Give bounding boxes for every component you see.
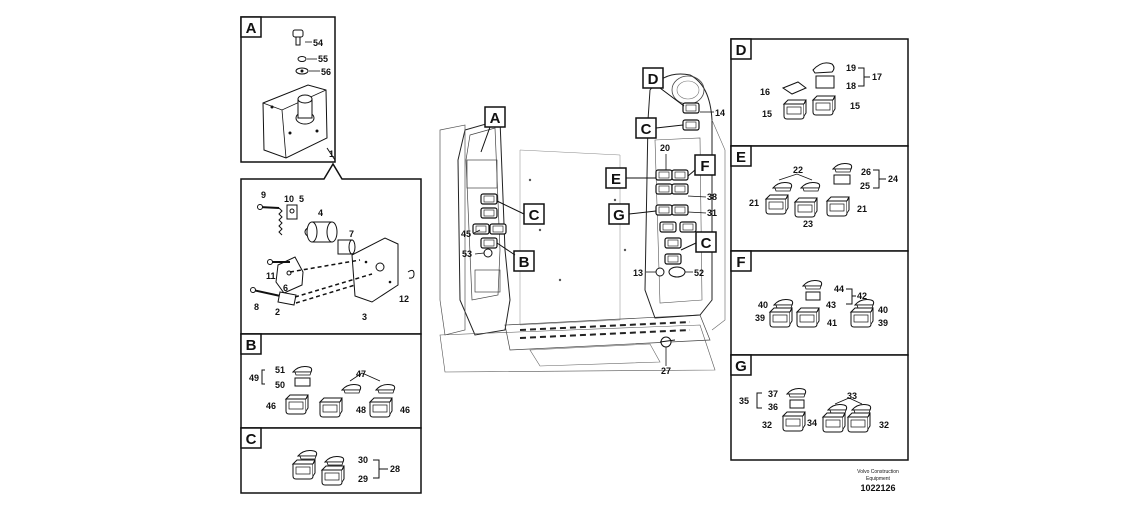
label-40: 40: [758, 300, 768, 310]
panel-b-letter: B: [246, 337, 257, 354]
label-17: 17: [872, 72, 882, 82]
footer-line1: Volvo Construction: [857, 469, 899, 475]
callout-c-right: C: [701, 235, 712, 252]
label-32: 32: [762, 420, 772, 430]
callout-d: D: [648, 71, 659, 88]
label-15b: 15: [850, 101, 860, 111]
label-13: 13: [633, 268, 643, 278]
panel-e: E 22 26 24 25 21 21 23: [730, 145, 909, 252]
label-18: 18: [846, 81, 856, 91]
callout-e: E: [611, 171, 621, 188]
label-36: 36: [768, 402, 778, 412]
label-35: 35: [739, 396, 749, 406]
label-3: 3: [362, 312, 367, 322]
label-53: 53: [462, 249, 472, 259]
label-49: 49: [249, 373, 259, 383]
label-37: 37: [768, 389, 778, 399]
label-34: 34: [807, 418, 817, 428]
panel-g-letter: G: [735, 358, 747, 375]
label-38: 38: [707, 192, 717, 202]
label-1: 1: [329, 149, 334, 159]
footer-line2: Equipment: [866, 476, 891, 482]
label-11: 11: [266, 271, 276, 281]
footer: Volvo Construction Equipment 1022126: [857, 469, 899, 493]
label-46b: 46: [400, 405, 410, 415]
label-27: 27: [661, 366, 671, 376]
label-40b: 40: [878, 305, 888, 315]
label-48: 48: [356, 405, 366, 415]
label-2: 2: [275, 307, 280, 317]
label-12: 12: [399, 294, 409, 304]
label-22: 22: [793, 165, 803, 175]
label-44: 44: [834, 284, 844, 294]
panel-e-letter: E: [736, 149, 746, 166]
label-23: 23: [803, 219, 813, 229]
label-24: 24: [888, 174, 898, 184]
label-39b: 39: [878, 318, 888, 328]
label-21b: 21: [857, 204, 867, 214]
label-33: 33: [847, 391, 857, 401]
label-10: 10: [284, 194, 294, 204]
label-5: 5: [299, 194, 304, 204]
panel-b: B 51 49 50 47 46 48 46: [240, 333, 422, 429]
label-19: 19: [846, 63, 856, 73]
label-47: 47: [356, 369, 366, 379]
label-56: 56: [321, 67, 331, 77]
cab-overview: A C B D C E F G C 45 53 14 20 38: [439, 67, 726, 376]
callout-g: G: [613, 207, 625, 224]
callout-f: F: [700, 158, 709, 175]
label-50: 50: [275, 380, 285, 390]
label-6: 6: [283, 283, 288, 293]
callout-a: A: [490, 110, 501, 127]
label-8: 8: [254, 302, 259, 312]
label-7: 7: [349, 229, 354, 239]
label-25: 25: [860, 181, 870, 191]
label-51: 51: [275, 365, 285, 375]
label-26: 26: [861, 167, 871, 177]
label-45: 45: [461, 229, 471, 239]
panel-a: A 54 55 56 1: [240, 16, 336, 163]
panel-d-letter: D: [736, 42, 747, 59]
panel-exploded: 9 10 5 4 7 11 6 8 2 3 12: [240, 162, 422, 335]
drawing-number: 1022126: [860, 483, 895, 493]
label-39: 39: [755, 313, 765, 323]
label-28: 28: [390, 464, 400, 474]
label-46: 46: [266, 401, 276, 411]
label-30: 30: [358, 455, 368, 465]
callout-c-top: C: [641, 121, 652, 138]
label-43: 43: [826, 300, 836, 310]
panel-a-letter: A: [246, 20, 257, 37]
panel-f-letter: F: [736, 254, 745, 271]
label-42: 42: [857, 291, 867, 301]
panel-g: G 37 33 35 36 32 34 32: [730, 354, 909, 461]
label-14: 14: [715, 108, 725, 118]
label-29: 29: [358, 474, 368, 484]
panel-f: F 44 42 40 43 40 39 41 39: [730, 250, 909, 356]
label-31: 31: [707, 208, 717, 218]
label-54: 54: [313, 38, 323, 48]
callout-c-left: C: [529, 207, 540, 224]
panel-d: D 19 17 16 18 15 15: [730, 38, 909, 147]
panel-c-letter: C: [246, 431, 257, 448]
label-4: 4: [318, 208, 323, 218]
label-52: 52: [694, 268, 704, 278]
label-32b: 32: [879, 420, 889, 430]
label-16: 16: [760, 87, 770, 97]
label-20: 20: [660, 143, 670, 153]
label-55: 55: [318, 54, 328, 64]
label-15: 15: [762, 109, 772, 119]
label-41: 41: [827, 318, 837, 328]
label-9: 9: [261, 190, 266, 200]
panel-c: C 30 28 29: [240, 427, 422, 494]
callout-b: B: [519, 254, 530, 271]
label-21: 21: [749, 198, 759, 208]
